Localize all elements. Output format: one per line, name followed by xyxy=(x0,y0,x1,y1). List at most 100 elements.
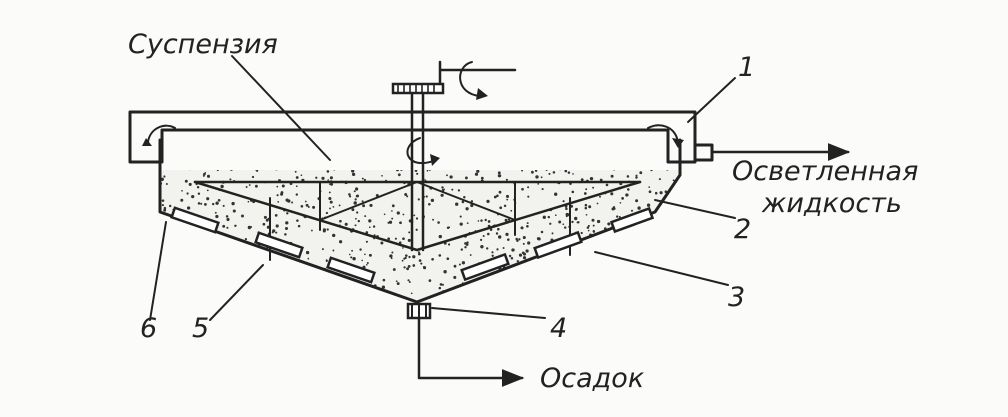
sediment-particle xyxy=(306,282,309,285)
sediment-particle xyxy=(480,238,483,241)
sediment-particle xyxy=(672,179,675,182)
sediment-particle xyxy=(428,279,432,282)
sediment-particle xyxy=(297,224,301,228)
sediment-particle xyxy=(431,257,434,261)
sediment-particle xyxy=(605,183,609,187)
sediment-particle xyxy=(387,237,391,241)
sediment-particle xyxy=(295,166,297,168)
sediment-particle xyxy=(571,220,574,224)
sediment-particle xyxy=(231,201,235,206)
rake-arms xyxy=(193,180,642,261)
sediment-particle xyxy=(401,259,404,262)
sediment-particle xyxy=(413,214,416,217)
sediment-particle xyxy=(520,269,523,272)
sediment-particle xyxy=(402,237,405,241)
sediment-particle xyxy=(581,272,584,275)
sediment-particle xyxy=(317,274,321,278)
sediment-particle xyxy=(181,189,183,192)
sediment-particle xyxy=(273,262,276,265)
sediment-particle xyxy=(604,234,607,236)
sediment-particle xyxy=(621,197,624,200)
sediment-particle xyxy=(177,273,180,276)
sediment-particle xyxy=(588,205,592,209)
sediment-particle xyxy=(499,206,503,210)
sediment-particle xyxy=(530,284,533,287)
sediment-particle xyxy=(663,258,667,261)
sediment-particle xyxy=(284,233,287,236)
sediment-particle xyxy=(188,182,192,186)
sediment-particle xyxy=(599,262,602,264)
sediment-particle xyxy=(643,165,646,168)
sediment-particle xyxy=(564,226,567,229)
sediment-particle xyxy=(574,278,578,281)
sediment-particle xyxy=(273,290,276,293)
sediment-particle xyxy=(620,254,623,257)
sediment-particle xyxy=(609,299,612,302)
sediment-particle xyxy=(659,231,662,235)
sediment-particle xyxy=(469,254,472,256)
sediment-particle xyxy=(407,265,411,268)
sediment-particle xyxy=(410,292,413,295)
sediment-particle xyxy=(573,294,577,297)
sediment-particle xyxy=(466,241,469,244)
sediment-particle xyxy=(466,222,469,224)
sediment-particle xyxy=(190,279,193,282)
sediment-particle xyxy=(406,267,409,271)
sediment-particle xyxy=(575,207,578,211)
sediment-particle xyxy=(368,219,372,223)
sediment-particle xyxy=(496,294,499,297)
sediment-particle xyxy=(673,288,677,292)
sediment-particle xyxy=(498,235,502,239)
sediment-particle xyxy=(277,201,280,203)
sediment-particle xyxy=(606,167,608,169)
sediment-particle xyxy=(576,221,579,224)
sediment-particle xyxy=(669,254,673,258)
sediment-particle xyxy=(200,202,203,205)
sediment-particle xyxy=(518,289,521,292)
sediment-particle xyxy=(161,166,163,168)
sediment-particle xyxy=(644,273,648,278)
sediment-particle xyxy=(222,255,226,259)
sediment-particle xyxy=(641,239,645,243)
sediment-particle xyxy=(234,243,238,246)
sediment-particle xyxy=(230,257,233,260)
sediment-particle xyxy=(630,209,634,212)
sediment-particle xyxy=(612,170,616,171)
sediment-particle xyxy=(263,215,267,219)
sediment-particle xyxy=(590,278,593,282)
sediment-particle xyxy=(291,201,294,204)
sediment-particle xyxy=(643,249,646,253)
sediment-particle xyxy=(498,190,502,194)
sediment-particle xyxy=(398,241,402,244)
sediment-particle xyxy=(491,254,494,257)
sediment-particle xyxy=(303,286,307,291)
sediment-particle xyxy=(529,268,534,272)
sediment-particle xyxy=(606,287,610,290)
sediment-particle xyxy=(226,217,230,222)
sediment-particle xyxy=(581,302,583,304)
sediment-particle xyxy=(574,216,578,221)
sediment-particle xyxy=(217,198,221,202)
sediment-particle xyxy=(395,170,400,172)
sediment-particle xyxy=(295,176,299,179)
sediment-particle xyxy=(475,164,478,167)
sediment-particle xyxy=(394,237,397,240)
sediment-particle xyxy=(457,189,461,192)
sediment-particle xyxy=(558,220,562,224)
sediment-particle xyxy=(540,176,543,179)
sediment-particle xyxy=(453,264,457,268)
sediment-particle xyxy=(310,298,313,302)
sediment-particle xyxy=(245,271,248,274)
sediment-particle xyxy=(556,281,559,284)
sediment-particle xyxy=(506,289,510,292)
sediment-particle xyxy=(302,298,306,302)
sediment-particle xyxy=(425,195,428,198)
sediment-particle xyxy=(580,178,584,182)
sediment-particle xyxy=(320,284,323,287)
sediment-particle xyxy=(557,165,560,168)
sediment-particle xyxy=(328,196,332,201)
sediment-particle xyxy=(635,176,638,179)
sediment-particle xyxy=(446,174,448,177)
sediment-particle xyxy=(290,264,293,268)
sediment-particle xyxy=(332,206,335,208)
